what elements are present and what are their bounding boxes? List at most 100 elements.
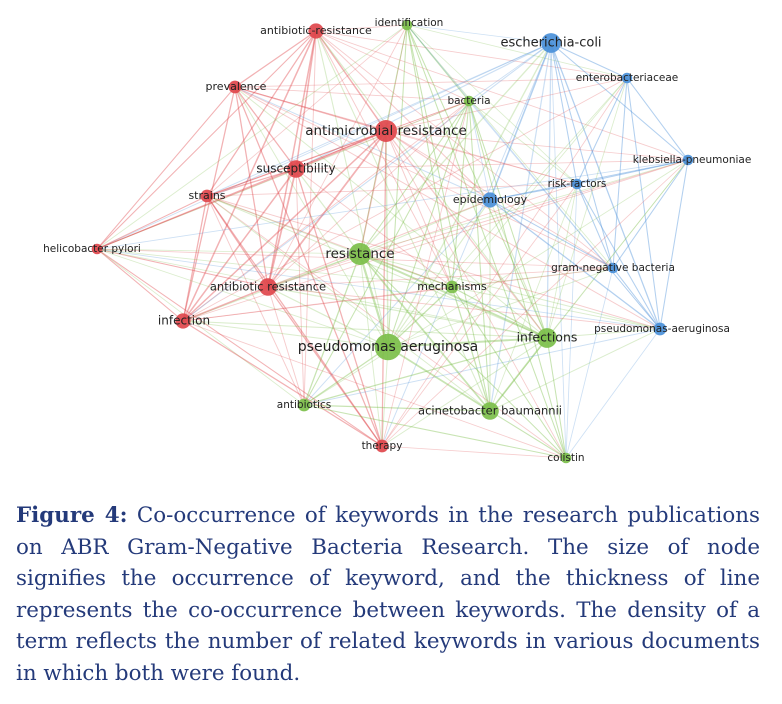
- edge-risk-factors--infections: [546, 183, 578, 339]
- network-canvas: antibiotic-resistanceidentificationesche…: [43, 17, 752, 464]
- edge-susceptibility--therapy: [295, 168, 383, 447]
- edge-antimicrobial-resistance--gram-negative-bacteria: [385, 130, 614, 269]
- edge-helicobacter-pylori--infections: [96, 248, 548, 339]
- node-pseudomonas-aeruginosa-2: [653, 322, 667, 336]
- edge-infections--acinetobacter-baumannii: [489, 337, 548, 412]
- node-label-risk-factors: risk-factors: [548, 178, 607, 190]
- edge-enterobacteriaceae--therapy: [381, 77, 628, 447]
- edge-bacteria--antibiotics: [303, 100, 470, 406]
- edge-helicobacter-pylori--mechanisms: [96, 248, 453, 288]
- edge-gram-negative-bacteria--pseudomonas-aeruginosa-2: [612, 267, 661, 330]
- edge-bacteria--strains: [206, 100, 470, 197]
- edge-helicobacter-pylori--pseudomonas-aeruginosa: [96, 248, 389, 348]
- edge-mechanisms--acinetobacter-baumannii: [451, 286, 491, 412]
- edge-escherichia-coli--helicobacter-pylori: [96, 42, 552, 250]
- edge-prevalence--bacteria: [234, 86, 470, 102]
- edge-klebsiella-pneumoniae--epidemiology: [489, 159, 689, 201]
- edge-escherichia-coli--acinetobacter-baumannii: [489, 42, 552, 412]
- edge-bacteria--pseudomonas-aeruginosa-2: [468, 100, 661, 330]
- edge-antimicrobial-resistance--therapy: [381, 130, 387, 447]
- edge-bacteria--infection: [182, 100, 470, 322]
- node-helicobacter-pylori: [91, 243, 103, 255]
- edge-klebsiella-pneumoniae--antibiotics: [303, 159, 689, 406]
- node-resistance: [349, 243, 371, 265]
- edge-antibiotic-resistance--pseudomonas-aeruginosa: [315, 30, 389, 348]
- node-label-therapy: therapy: [362, 440, 403, 452]
- edge-strains--mechanisms: [206, 195, 453, 288]
- edge-infection--pseudomonas-aeruginosa: [182, 320, 389, 348]
- node-label-helicobacter-pylori: helicobacter pylori: [43, 243, 141, 255]
- edge-prevalence--pseudomonas-aeruginosa-2: [234, 86, 661, 330]
- edge-prevalence--helicobacter-pylori: [96, 86, 236, 250]
- edge-acinetobacter-baumannii--colistin: [489, 410, 567, 459]
- edge-antibiotics--colistin: [303, 404, 567, 459]
- edge-resistance--antibiotics: [303, 253, 361, 406]
- edge-prevalence--antibiotic-resistance-2: [234, 86, 269, 288]
- edge-antibiotic-resistance--mechanisms: [315, 30, 453, 288]
- node-bacteria: [463, 95, 475, 107]
- edge-risk-factors--gram-negative-bacteria: [576, 183, 614, 269]
- edge-mechanisms--colistin: [451, 286, 567, 459]
- edge-identification--antimicrobial-resistance: [385, 24, 408, 132]
- edge-epidemiology--gram-negative-bacteria: [489, 199, 614, 269]
- node-label-klebsiella-pneumoniae: klebsiella-pneumoniae: [633, 154, 752, 166]
- edge-prevalence--infections: [234, 86, 548, 339]
- edge-escherichia-coli--pseudomonas-aeruginosa: [387, 42, 552, 348]
- edge-klebsiella-pneumoniae--risk-factors: [576, 159, 689, 185]
- edge-infection--therapy: [182, 320, 383, 447]
- edge-antibiotic-resistance--klebsiella-pneumoniae: [315, 30, 689, 161]
- edge-antimicrobial-resistance--klebsiella-pneumoniae: [385, 130, 689, 161]
- edge-identification--pseudomonas-aeruginosa-2: [406, 24, 661, 330]
- edge-resistance--infections: [359, 253, 548, 339]
- node-label-infections: infections: [517, 330, 578, 345]
- edge-bacteria--antimicrobial-resistance: [385, 100, 470, 132]
- edge-klebsiella-pneumoniae--acinetobacter-baumannii: [489, 159, 689, 412]
- edge-enterobacteriaceae--pseudomonas-aeruginosa: [387, 77, 628, 348]
- edge-bacteria--pseudomonas-aeruginosa: [387, 100, 470, 348]
- edge-susceptibility--strains: [206, 168, 297, 197]
- edge-identification--pseudomonas-aeruginosa: [387, 24, 408, 348]
- edge-escherichia-coli--pseudomonas-aeruginosa-2: [550, 42, 661, 330]
- node-infection: [175, 313, 191, 329]
- node-label-infection: infection: [158, 314, 210, 328]
- edge-susceptibility--antibiotic-resistance-2: [267, 168, 297, 288]
- edge-prevalence--susceptibility: [234, 86, 297, 170]
- edge-bacteria--therapy: [381, 100, 470, 447]
- edge-infection--infections: [182, 320, 548, 339]
- edge-antibiotic-resistance--gram-negative-bacteria: [315, 30, 614, 269]
- edge-bacteria--resistance: [359, 100, 470, 255]
- edge-antibiotics--acinetobacter-baumannii: [303, 404, 491, 412]
- edge-strains--therapy: [206, 195, 383, 447]
- edge-klebsiella-pneumoniae--infections: [546, 159, 689, 339]
- edge-susceptibility--mechanisms: [295, 168, 453, 288]
- edge-klebsiella-pneumoniae--resistance: [359, 159, 689, 255]
- figure-caption: Figure 4: Co-occurrence of keywords in t…: [16, 500, 760, 689]
- edge-epidemiology--antibiotics: [303, 199, 491, 406]
- edge-gram-negative-bacteria--colistin: [565, 267, 614, 459]
- node-epidemiology: [482, 192, 498, 208]
- edge-helicobacter-pylori--antibiotics: [96, 248, 305, 406]
- edge-identification--colistin: [406, 24, 567, 459]
- edge-infections--antibiotics: [303, 337, 548, 406]
- edge-escherichia-coli--epidemiology: [489, 42, 552, 201]
- edge-antibiotic-resistance--susceptibility: [295, 30, 317, 170]
- edge-infections--pseudomonas-aeruginosa: [387, 337, 548, 348]
- edge-gram-negative-bacteria--mechanisms: [451, 267, 614, 288]
- edge-enterobacteriaceae--infection: [182, 77, 628, 322]
- edge-antimicrobial-resistance--antibiotic-resistance-2: [267, 130, 387, 288]
- edge-gram-negative-bacteria--infection: [182, 267, 614, 322]
- node-label-antibiotic-resistance: antibiotic-resistance: [260, 24, 372, 37]
- edge-bacteria--acinetobacter-baumannii: [468, 100, 491, 412]
- edge-strains--colistin: [206, 195, 567, 459]
- edge-layer: [96, 24, 689, 459]
- edge-klebsiella-pneumoniae--pseudomonas-aeruginosa-2: [659, 159, 689, 330]
- edge-escherichia-coli--gram-negative-bacteria: [550, 42, 614, 269]
- edge-resistance--therapy: [359, 253, 383, 447]
- edge-klebsiella-pneumoniae--susceptibility: [295, 159, 689, 170]
- node-layer: [91, 19, 694, 464]
- edge-prevalence--epidemiology: [234, 86, 491, 201]
- edge-prevalence--antimicrobial-resistance: [234, 86, 387, 132]
- edge-risk-factors--acinetobacter-baumannii: [489, 183, 578, 412]
- edge-antibiotic-resistance-2--infections: [267, 286, 548, 339]
